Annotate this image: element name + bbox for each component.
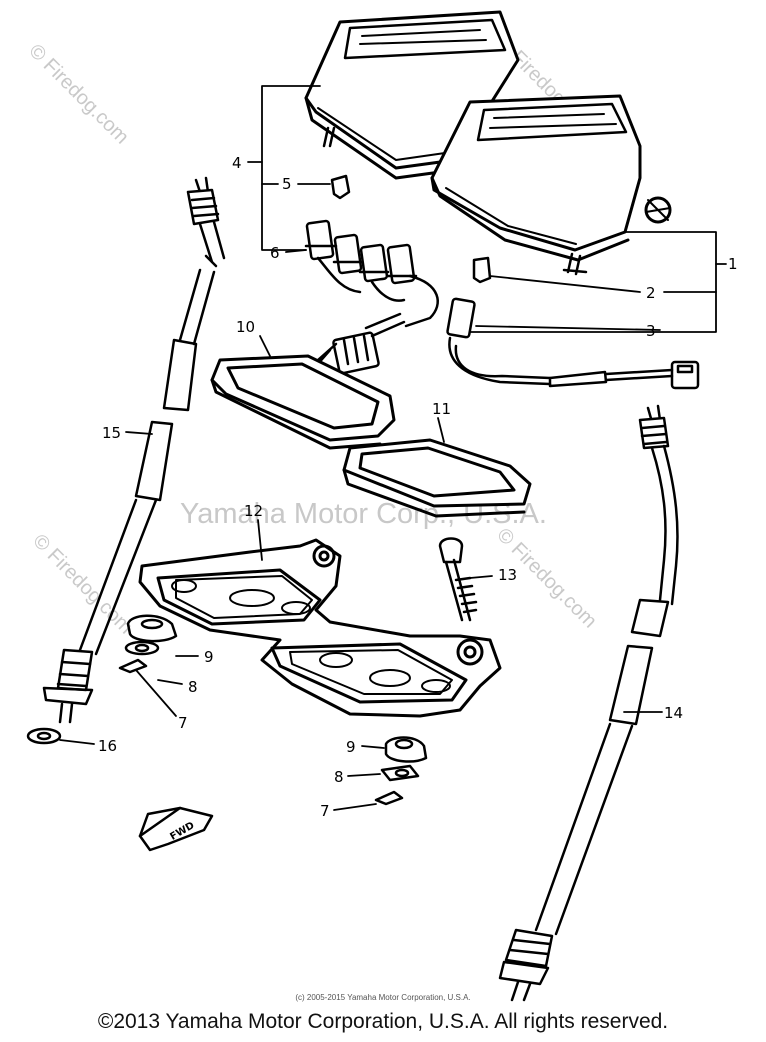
bulb-socket-cluster [304,219,439,375]
callout-6: 6 [270,244,280,262]
speedometer-cable-part-14 [498,404,679,1002]
grommet-part-9-left [126,614,178,643]
fine-print-copyright: (c) 2005-2015 Yamaha Motor Corporation, … [295,993,471,1002]
callout-10: 10 [236,318,256,336]
callout-9-right: 9 [346,738,356,756]
bulb-part-5 [330,174,351,200]
callout-11: 11 [432,400,452,418]
callout-8-left: 8 [188,678,198,696]
callout-15: 15 [102,424,122,442]
meter-housing-right [430,94,672,276]
callout-14: 14 [664,704,684,722]
callout-16: 16 [98,737,118,755]
leader-lines [59,85,727,811]
callout-2: 2 [646,284,656,302]
collar-part-8-right [380,764,420,782]
bolt-part-13 [438,537,478,622]
bulb-part-2 [472,256,492,284]
collar-part-8-left [124,640,160,656]
grommet-part-9-right [384,736,428,763]
clip-part-7-left [118,658,148,674]
callout-7-left: 7 [178,714,188,732]
callout-7-right: 7 [320,802,330,820]
gasket-part-11 [342,438,532,518]
footer-copyright: ©2013 Yamaha Motor Corporation, U.S.A. A… [97,1010,669,1033]
callout-3: 3 [646,322,656,340]
meter-bracket-part-12 [138,538,502,718]
tachometer-cable-part-15 [42,176,226,724]
callout-12: 12 [244,502,264,520]
callout-1: 1 [728,255,738,273]
gasket-part-10 [210,354,396,450]
callout-13: 13 [498,566,518,584]
callout-9-left: 9 [204,648,214,666]
forward-arrow-icon: FWD [138,806,214,852]
washer-part-16 [26,727,62,745]
callout-4: 4 [232,154,242,172]
callout-5: 5 [282,175,292,193]
callout-8-right: 8 [334,768,344,786]
indicator-socket-part-3 [446,297,700,390]
clip-part-7-right [374,790,404,806]
